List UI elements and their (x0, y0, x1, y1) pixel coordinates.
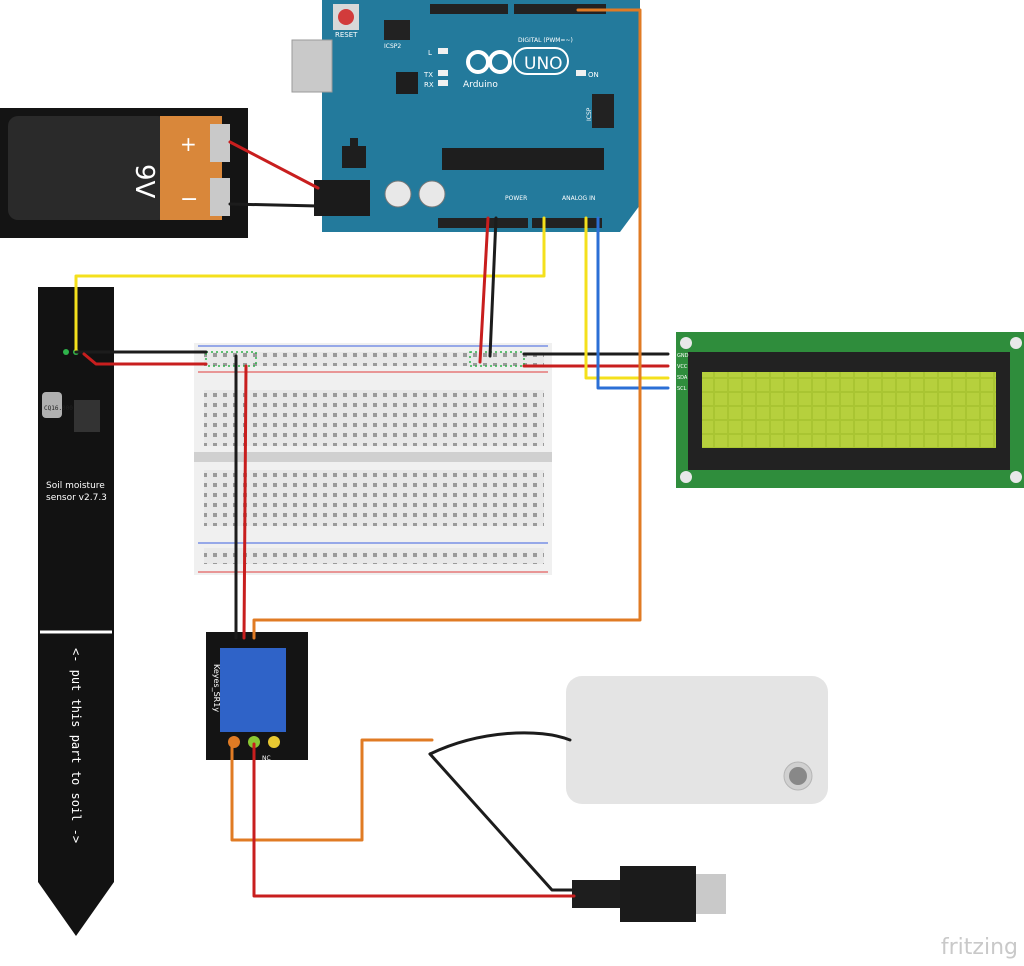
battery-plus-label: + (180, 132, 197, 156)
lcd-pin-vcc: VCC (677, 364, 688, 370)
model-label: UNO (524, 54, 563, 74)
l-led-label: L (428, 49, 432, 57)
arduino-logo: UNO Arduino (463, 47, 569, 90)
digital-label: DIGITAL (PWM=~) (518, 37, 573, 44)
lcd-pin-gnd: GND (677, 353, 689, 359)
crystal-label: CQ16.000 (44, 405, 73, 412)
arduino-uno: RESET ICSP2 DIGITAL (PWM=~) L TX RX ON U… (291, 0, 640, 232)
tx-label: TX (423, 71, 433, 79)
analog-label: ANALOG IN (562, 195, 595, 202)
battery-voltage-label: 9V (129, 164, 159, 199)
icsp-label: ICSP (586, 107, 593, 121)
relay-nc-label: NC (262, 755, 271, 762)
breadboard (194, 343, 552, 575)
fritzing-watermark: fritzing (940, 935, 1018, 960)
relay-name: Keyes_SR1y (212, 664, 221, 712)
rx-label: RX (424, 81, 434, 89)
lcd-1602-module: GND VCC SDA SCL (676, 332, 1024, 488)
usb-plug (572, 866, 726, 922)
wires (74, 8, 670, 898)
reset-label: RESET (335, 31, 358, 39)
relay-module: Keyes_SR1y NC (206, 632, 308, 762)
sensor-hint: <- put this part to soil -> (69, 648, 83, 843)
power-adapter (566, 676, 828, 804)
sensor-title-line1: Soil moisture (46, 481, 105, 491)
battery-minus-label: − (180, 187, 198, 212)
sensor-title-line2: sensor v2.7.3 (46, 493, 107, 503)
on-label: ON (588, 71, 599, 79)
power-label: POWER (505, 195, 527, 202)
icsp2-label: ICSP2 (384, 43, 401, 50)
lcd-pin-sda: SDA (677, 375, 688, 381)
brand-label: Arduino (463, 80, 498, 90)
lcd-pin-scl: SCL (677, 386, 687, 392)
soil-moisture-sensor: CQ16.000 Soil moisture sensor v2.7.3 <- … (38, 287, 114, 936)
battery-9v: + − 9V (0, 108, 248, 238)
